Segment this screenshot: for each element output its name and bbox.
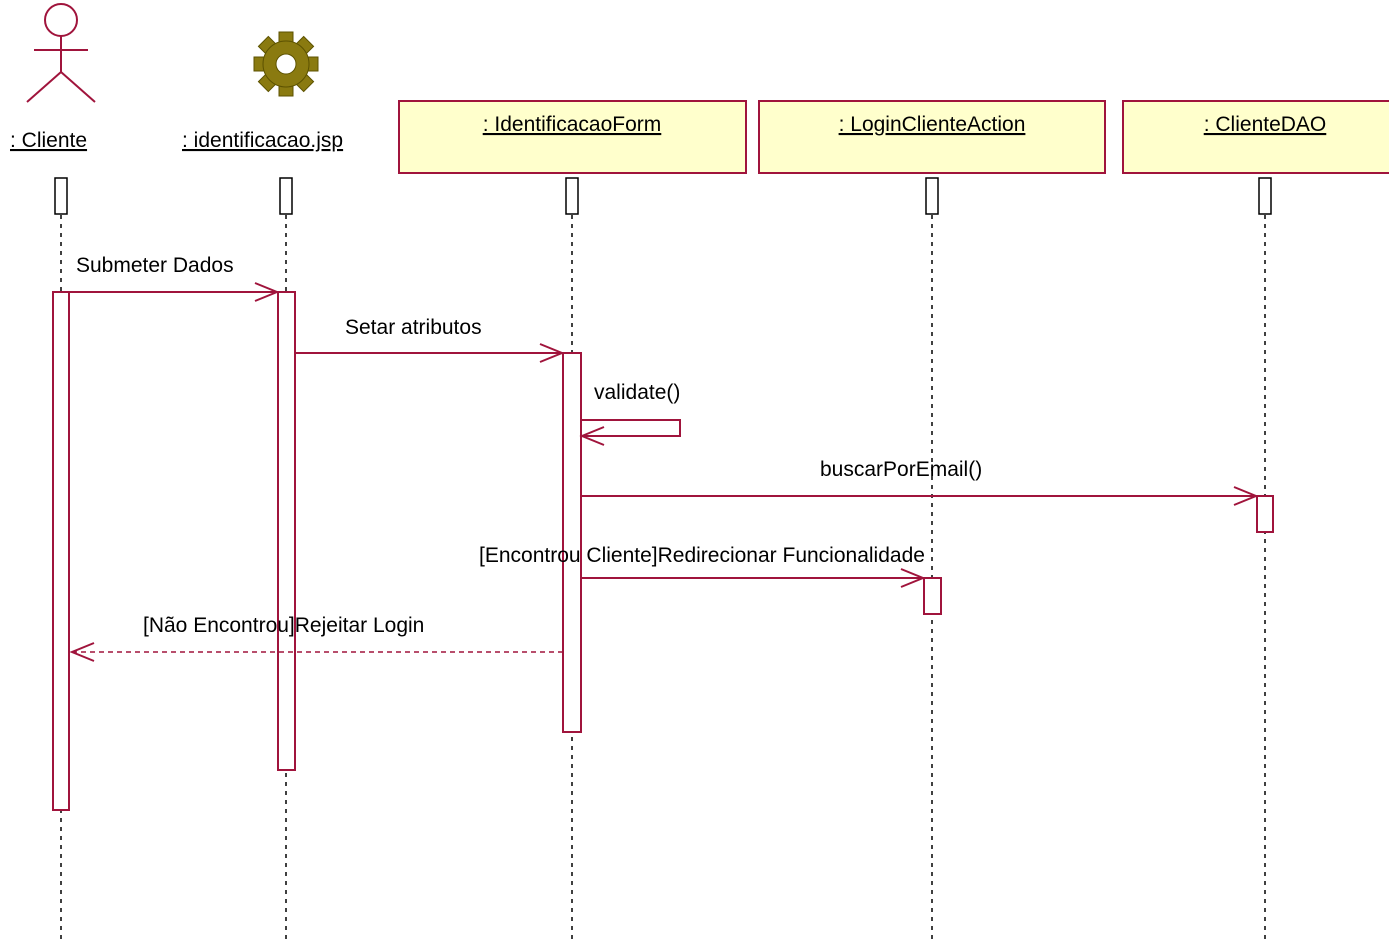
arrowhead-icon bbox=[579, 426, 605, 446]
arrowhead-icon bbox=[254, 282, 280, 302]
participant-cliente-label: : Cliente bbox=[10, 129, 87, 152]
arrowhead-icon bbox=[900, 568, 926, 588]
participant-cliente-dao[interactable]: : ClienteDAO bbox=[1122, 100, 1389, 174]
participant-identificacao-form[interactable]: : IdentificacaoForm bbox=[398, 100, 747, 174]
lifeline-marker bbox=[925, 177, 939, 215]
message-redirecionar-funcionalidade[interactable]: [Encontrou Cliente]Redirecionar Funciona… bbox=[479, 544, 926, 588]
lifeline-marker bbox=[1258, 177, 1272, 215]
lifeline-marker bbox=[54, 177, 68, 215]
lifeline-marker bbox=[565, 177, 579, 215]
participant-cliente[interactable]: : Cliente bbox=[10, 3, 96, 152]
object-box bbox=[1122, 100, 1389, 174]
activation-bar-identificacao-form bbox=[562, 352, 582, 733]
message-setar-atributos[interactable]: Setar atributos bbox=[295, 316, 565, 363]
participant-cliente-dao-label: : ClienteDAO bbox=[1204, 113, 1327, 136]
arrowhead-icon bbox=[539, 343, 565, 363]
object-box bbox=[758, 100, 1106, 174]
message-validate[interactable]: validate() bbox=[579, 381, 681, 446]
message-rejeitar-login-label: [Não Encontrou]Rejeitar Login bbox=[143, 614, 424, 637]
activation-bar-cliente bbox=[52, 291, 70, 811]
participant-identificacao-jsp-label: : identificacao.jsp bbox=[182, 129, 343, 152]
activation-bar-identificacao-jsp bbox=[277, 291, 296, 771]
activation-bar-cliente-dao bbox=[1256, 495, 1274, 533]
object-box bbox=[398, 100, 747, 174]
message-buscar-por-email-label: buscarPorEmail() bbox=[820, 458, 982, 481]
message-submeter-dados[interactable]: Submeter Dados bbox=[69, 254, 280, 302]
participant-identificacao-form-label: : IdentificacaoForm bbox=[483, 113, 662, 136]
message-setar-atributos-label: Setar atributos bbox=[345, 316, 482, 339]
participant-login-cliente-action-label: : LoginClienteAction bbox=[839, 113, 1026, 136]
arrowhead-icon bbox=[1233, 486, 1259, 506]
activation-bar-login-cliente-action bbox=[923, 577, 942, 615]
message-rejeitar-login[interactable]: [Não Encontrou]Rejeitar Login bbox=[69, 614, 563, 662]
actor-stick-figure-icon bbox=[26, 3, 96, 103]
message-submeter-dados-label: Submeter Dados bbox=[76, 254, 234, 277]
message-validate-label: validate() bbox=[594, 381, 680, 404]
message-redirecionar-funcionalidade-label: [Encontrou Cliente]Redirecionar Funciona… bbox=[479, 544, 925, 567]
arrowhead-icon bbox=[69, 642, 95, 662]
message-buscar-por-email[interactable]: buscarPorEmail() bbox=[581, 458, 1259, 506]
gear-icon bbox=[253, 31, 319, 97]
participant-login-cliente-action[interactable]: : LoginClienteAction bbox=[758, 100, 1106, 174]
participant-identificacao-jsp[interactable]: : identificacao.jsp bbox=[182, 31, 343, 152]
lifeline-marker bbox=[279, 177, 293, 215]
